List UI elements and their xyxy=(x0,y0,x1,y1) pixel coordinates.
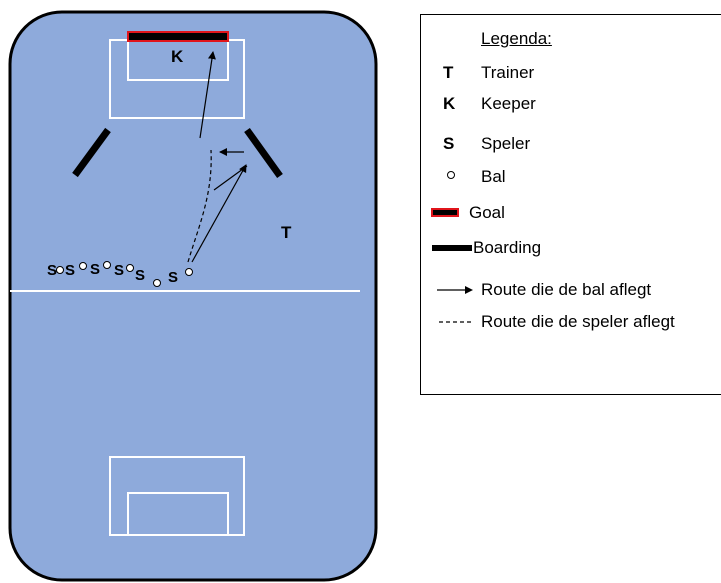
player-symbol: S xyxy=(443,134,455,153)
ball-route-arrow-2 xyxy=(213,165,248,191)
ball-icon xyxy=(421,165,473,189)
boarding-icon xyxy=(421,236,473,260)
ball-route-arrow-4 xyxy=(199,51,216,139)
ball-1 xyxy=(56,266,64,274)
legend-label-trainer: Trainer xyxy=(481,63,535,82)
legend-item-keeper: K Keeper xyxy=(421,92,721,116)
bottom-goal-area xyxy=(127,492,229,536)
trainer-symbol: T xyxy=(443,63,454,82)
player-6: S xyxy=(168,269,178,286)
ball-4 xyxy=(126,264,134,272)
legend-label-ball-route: Route die de bal aflegt xyxy=(481,280,652,299)
ball-route-arrow-1 xyxy=(191,164,247,263)
goal-icon xyxy=(421,201,473,225)
boarding-left xyxy=(72,127,111,178)
ball-2 xyxy=(79,262,87,270)
player-5: S xyxy=(135,267,145,284)
field-diagram: K T S S S S S S xyxy=(8,10,378,582)
legend-label-player-route: Route die de speler aflegt xyxy=(481,312,675,331)
legend-label-boarding: Boarding xyxy=(473,238,542,257)
keeper-symbol: K xyxy=(443,94,456,113)
legend-item-player-route: Route die de speler aflegt xyxy=(421,310,721,334)
goal-top xyxy=(127,31,229,42)
legend-label-keeper: Keeper xyxy=(481,94,536,113)
ball-3 xyxy=(103,261,111,269)
legend-label-goal: Goal xyxy=(469,203,505,222)
legend-item-bal: Bal xyxy=(421,165,721,189)
player-1: S xyxy=(47,262,57,279)
legend-title: Legenda: xyxy=(481,29,552,48)
player-2: S xyxy=(65,262,75,279)
player-4: S xyxy=(114,262,124,279)
trainer-label: T xyxy=(281,223,292,242)
legend-label-bal: Bal xyxy=(481,167,506,186)
ball-5 xyxy=(153,279,161,287)
legend-item-goal: Goal xyxy=(421,201,721,225)
legend-label-speler: Speler xyxy=(481,134,531,153)
legend-item-boarding: Boarding xyxy=(421,236,721,260)
ball-6 xyxy=(185,268,193,276)
keeper-label: K xyxy=(171,47,184,66)
legend-item-ball-route: Route die de bal aflegt xyxy=(421,278,721,302)
player-3: S xyxy=(90,261,100,278)
dashed-line-icon xyxy=(421,310,473,334)
legend-item-trainer: T Trainer xyxy=(421,61,721,85)
player-route-dashed xyxy=(187,149,212,263)
pitch xyxy=(8,10,378,582)
arrow-icon xyxy=(421,278,473,302)
boarding-right xyxy=(244,127,283,179)
legend-box: Legenda: T Trainer K Keeper S Speler Bal… xyxy=(420,14,721,395)
legend-item-speler: S Speler xyxy=(421,132,721,156)
